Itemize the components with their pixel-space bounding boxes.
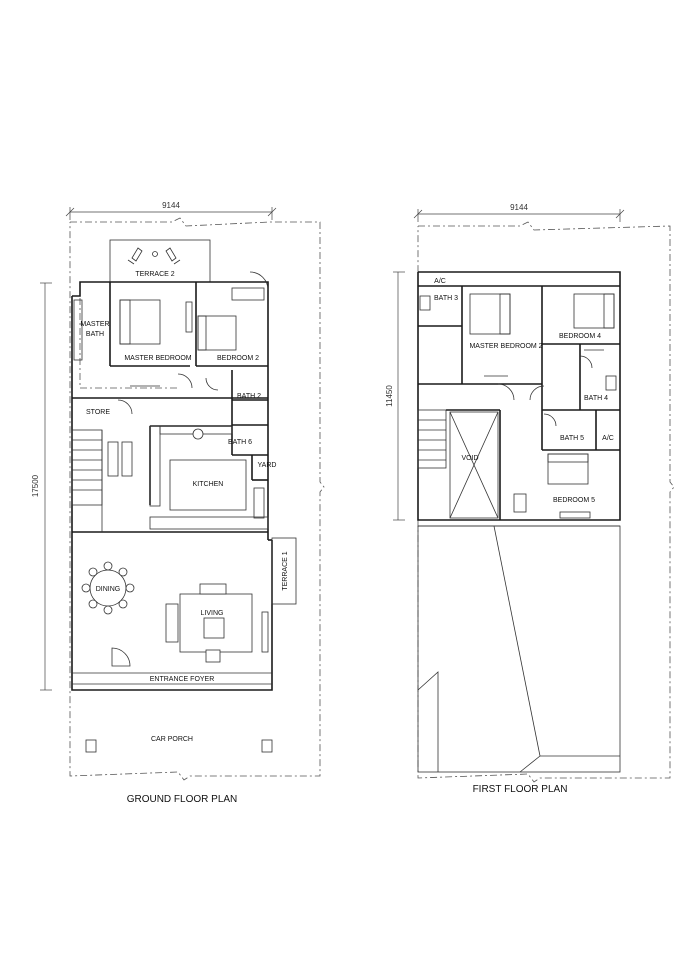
ac-1-label: A/C	[434, 278, 446, 285]
ground-doors	[111, 271, 269, 667]
ground-depth-label: 17500	[31, 474, 40, 497]
car-porch-pillar-right	[261, 739, 273, 753]
ground-floor-title: GROUND FLOOR PLAN	[127, 794, 238, 805]
first-depth-dimension: 11450	[385, 271, 405, 521]
terrace-1-label: TERRACE 1	[282, 551, 289, 590]
living-label: LIVING	[201, 610, 224, 617]
kitchen-block	[149, 425, 269, 530]
ac-2-label: A/C	[602, 435, 614, 442]
ground-width-label: 9144	[162, 201, 180, 210]
dining-table	[81, 561, 135, 615]
bath-6-label: BATH 6	[228, 439, 252, 446]
master-bedroom-2-label: MASTER BEDROOM 2	[469, 343, 542, 350]
ground-depth-dimension: 17500	[31, 282, 52, 691]
bedroom-2-label: BEDROOM 2	[217, 355, 259, 362]
first-bedroom-furniture	[419, 293, 617, 519]
car-porch-label: CAR PORCH	[151, 736, 193, 743]
bedroom-5-label: BEDROOM 5	[553, 497, 595, 504]
terrace-2-label: TERRACE 2	[135, 271, 174, 278]
first-floor-title: FIRST FLOOR PLAN	[473, 784, 568, 795]
living-furniture	[165, 583, 269, 663]
void-label: VOID	[461, 455, 478, 462]
bath-3-label: BATH 3	[434, 295, 458, 302]
store-label: STORE	[86, 409, 110, 416]
car-porch-pillar-left	[85, 739, 97, 753]
first-width-dimension: 9144	[413, 203, 625, 222]
ground-staircase	[71, 429, 133, 532]
ground-floor-plan: 9144 17500	[31, 201, 325, 805]
kitchen-label: KITCHEN	[193, 481, 224, 488]
bath-5-label: BATH 5	[560, 435, 584, 442]
first-lower-roof	[417, 525, 621, 773]
bedroom-4-label: BEDROOM 4	[559, 333, 601, 340]
entrance-foyer-label: ENTRANCE FOYER	[150, 676, 215, 683]
yard-label: YARD	[258, 462, 277, 469]
ground-bedroom-furniture	[73, 287, 265, 387]
bath-2-label: BATH 2	[237, 393, 261, 400]
master-bath-label-2: BATH	[86, 331, 104, 338]
ground-site-boundary	[69, 217, 325, 781]
master-bath-label: MASTER	[80, 321, 109, 328]
first-doors	[497, 355, 593, 427]
dining-label: DINING	[96, 586, 121, 593]
terrace-1-area	[271, 537, 297, 605]
first-site-boundary	[417, 221, 675, 783]
master-bedroom-label: MASTER BEDROOM	[124, 355, 191, 362]
first-width-label: 9144	[510, 203, 528, 212]
lounge-chairs-icon	[127, 247, 181, 265]
bath-4-label: BATH 4	[584, 395, 608, 402]
ground-width-dimension: 9144	[65, 201, 277, 220]
first-staircase	[417, 409, 447, 469]
void-area	[449, 411, 499, 519]
ground-upper-partitions	[72, 282, 268, 533]
first-floor-plan: 9144 11450	[385, 203, 675, 795]
first-depth-label: 11450	[385, 385, 394, 407]
